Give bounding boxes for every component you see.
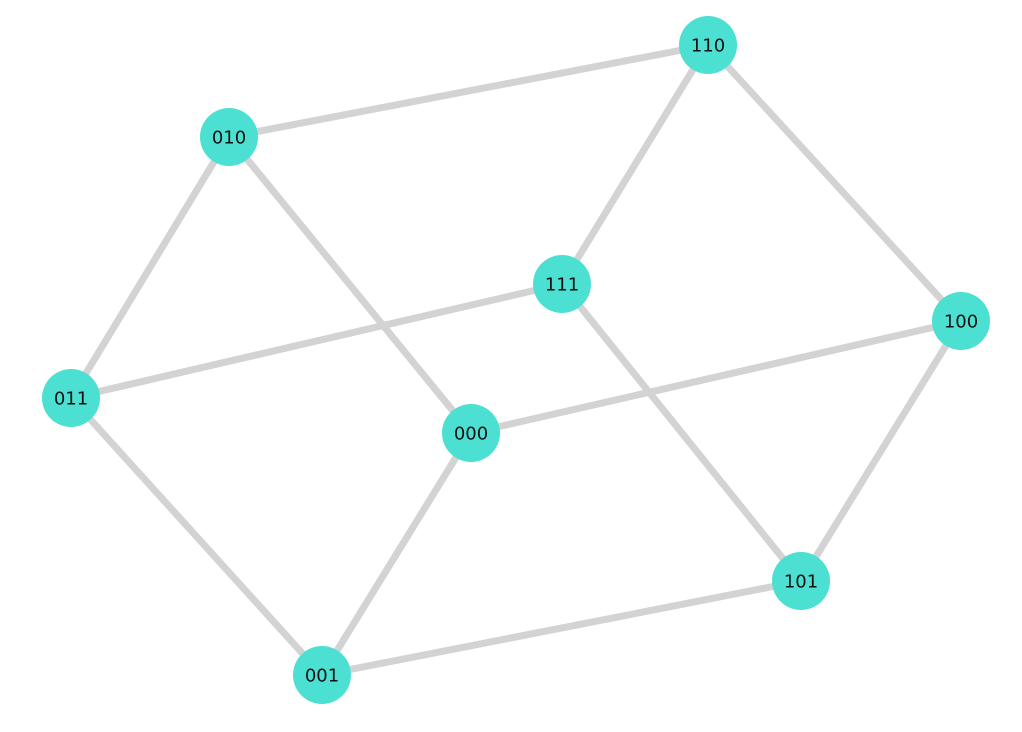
- node-label: 001: [305, 666, 339, 687]
- node-000: 000: [442, 404, 500, 462]
- node-label: 100: [944, 312, 978, 333]
- edge-010-110: [228, 41, 709, 141]
- edge-110-111: [559, 43, 711, 286]
- edge-101-111: [559, 281, 804, 584]
- node-010: 010: [200, 108, 258, 166]
- edge-000-100: [470, 317, 962, 437]
- node-110: 110: [679, 16, 737, 74]
- node-circle: [932, 292, 990, 350]
- node-circle: [442, 404, 500, 462]
- node-circle: [200, 108, 258, 166]
- node-circle: [42, 369, 100, 427]
- edge-100-101: [798, 319, 964, 583]
- node-label: 011: [54, 389, 88, 410]
- edge-001-011: [68, 395, 325, 678]
- node-101: 101: [772, 552, 830, 610]
- node-label: 101: [784, 572, 818, 593]
- edge-000-010: [226, 134, 474, 436]
- edge-011-111: [70, 280, 563, 402]
- node-circle: [293, 646, 351, 704]
- node-011: 011: [42, 369, 100, 427]
- node-circle: [679, 16, 737, 74]
- node-circle: [772, 552, 830, 610]
- node-111: 111: [533, 255, 591, 313]
- edge-010-011: [68, 135, 232, 400]
- node-label: 110: [691, 36, 725, 57]
- node-001: 001: [293, 646, 351, 704]
- edge-100-110: [705, 42, 964, 324]
- node-label: 111: [545, 275, 579, 296]
- edges-layer: [68, 41, 964, 679]
- edge-001-101: [321, 577, 802, 679]
- node-100: 100: [932, 292, 990, 350]
- nodes-layer: 000 001 010 011 100 101 110 111: [42, 16, 990, 704]
- node-circle: [533, 255, 591, 313]
- edge-000-001: [319, 431, 474, 677]
- node-label: 010: [212, 128, 246, 149]
- node-label: 000: [454, 424, 488, 445]
